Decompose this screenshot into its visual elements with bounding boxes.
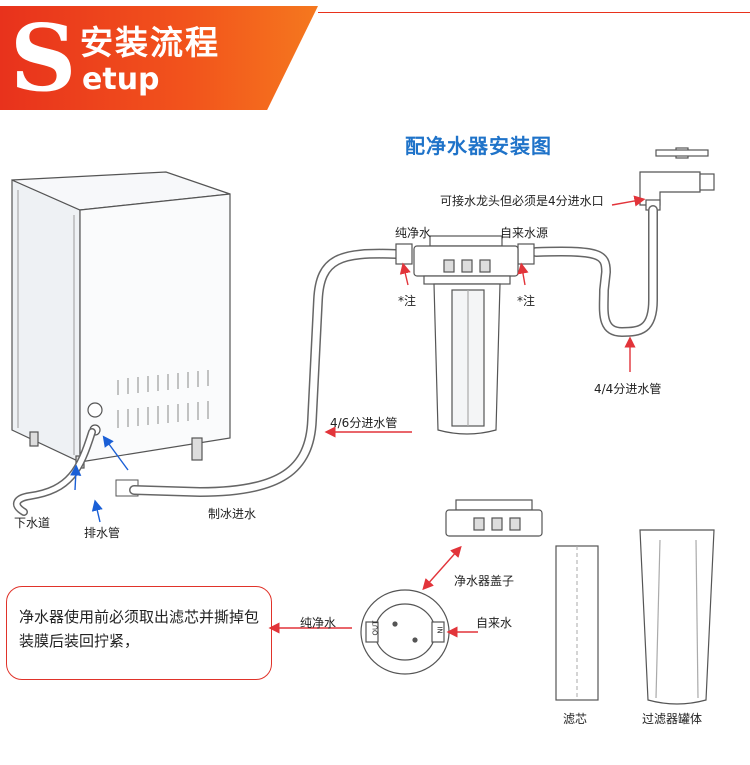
inlet-44-label: 4/4分进水管	[594, 382, 662, 396]
drain-pipe-label: 排水管	[84, 526, 121, 540]
ice-inlet-label: 制冰进水	[208, 507, 257, 521]
out-mark: OUT	[371, 620, 380, 636]
note-text: 净水器使用前必须取出滤芯并撕掉包装膜后装回拧紧，	[19, 608, 260, 650]
faucet-icon	[639, 147, 715, 211]
header-rule	[318, 12, 750, 13]
note-right-label: *注	[517, 294, 536, 308]
diagram-title: 配净水器安装图	[405, 134, 552, 158]
filter-housing	[639, 529, 715, 705]
banner-background	[0, 6, 318, 110]
tap-water-top-label: 自来水源	[500, 226, 549, 240]
water-filter	[395, 235, 535, 435]
banner-title-en: etup	[82, 62, 160, 97]
filter-top-view	[360, 589, 450, 675]
ice-machine	[11, 171, 231, 469]
note-box: 净水器使用前必须取出滤芯并撕掉包装膜后装回拧紧，	[6, 586, 272, 680]
filter-core-label: 滤芯	[563, 712, 588, 726]
note-left-label: *注	[398, 294, 417, 308]
filter-cap	[445, 499, 543, 537]
arrows	[70, 195, 646, 638]
filter-cap-label: 净水器盖子	[454, 574, 515, 588]
pure-water-bottom-label: 纯净水	[300, 616, 337, 630]
pure-water-top-label: 纯净水	[395, 226, 432, 240]
banner-initial: S	[10, 4, 77, 112]
inlet-46-label: 4/6分进水管	[330, 416, 398, 430]
in-mark: IN	[435, 626, 444, 634]
banner-title-cn: 安装流程	[80, 23, 220, 62]
filter-housing-label: 过滤器罐体	[642, 712, 703, 726]
drain-label: 下水道	[14, 516, 51, 530]
tap-water-bottom-label: 自来水	[476, 616, 513, 630]
setup-banner: S 安装流程 etup	[0, 6, 318, 110]
faucet-note-label: 可接水龙头但必须是4分进水口	[440, 194, 604, 208]
